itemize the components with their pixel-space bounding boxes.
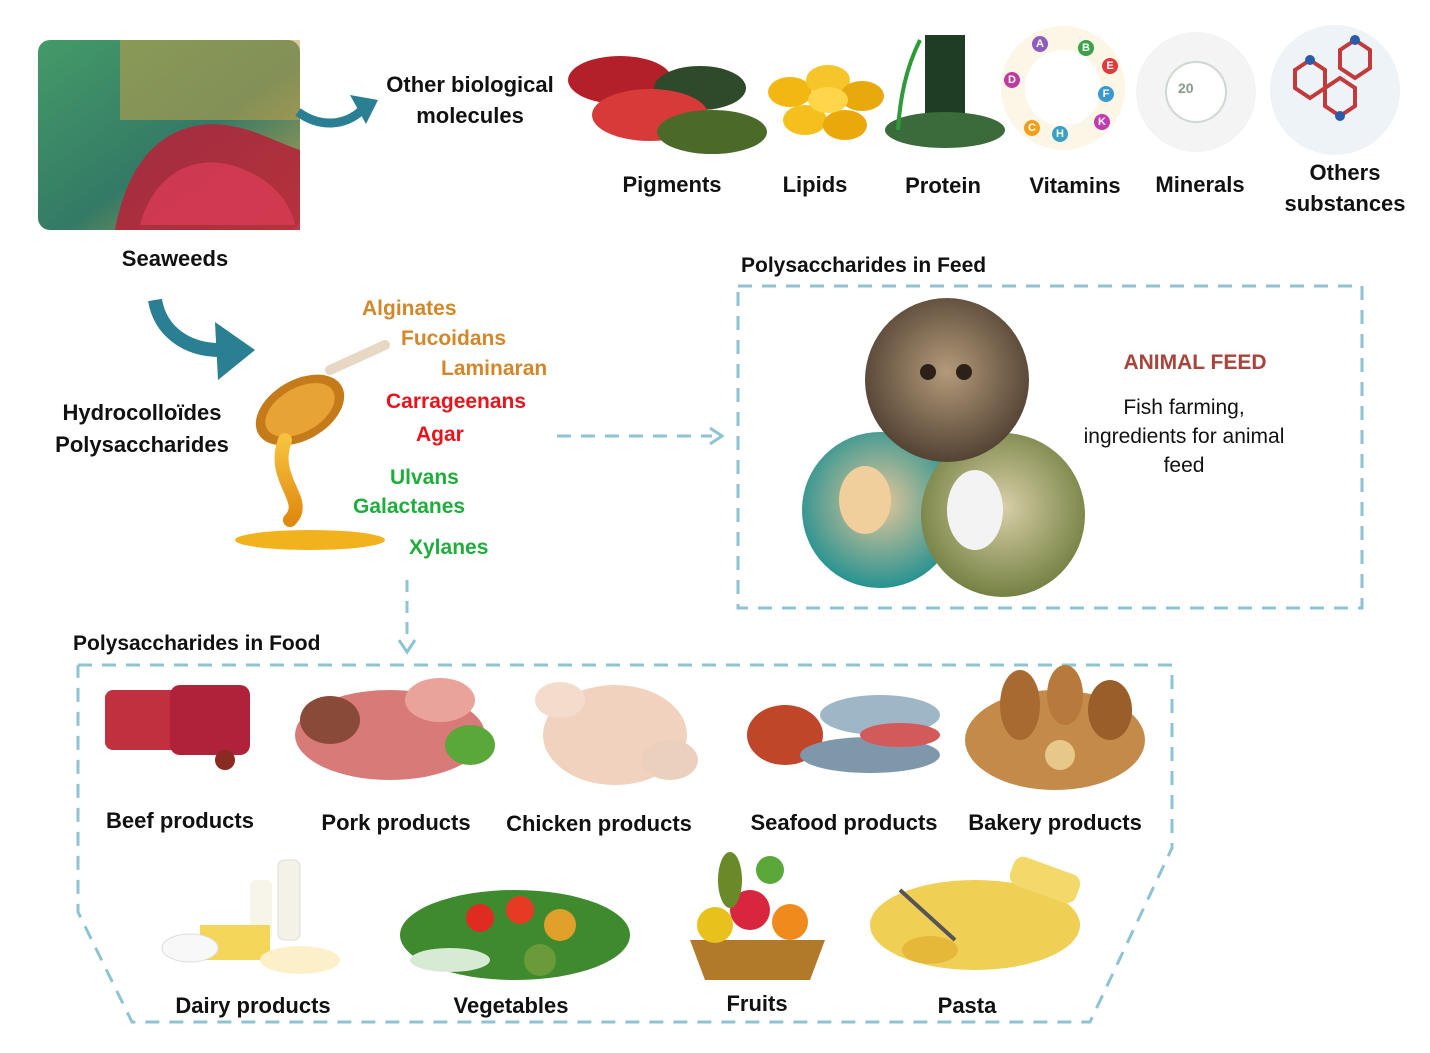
feed-title: Polysaccharides in Feed: [741, 254, 987, 277]
feed-box: [736, 284, 1364, 610]
polysaccharide-laminaran: Laminaran: [441, 357, 548, 380]
beef-label: Beef products: [106, 808, 254, 833]
connector-to-feed-head: [709, 426, 725, 446]
connector-to-food-head: [397, 639, 417, 655]
vitamin-letter-c: C: [1024, 120, 1040, 136]
polysaccharide-alginates: Alginates: [362, 297, 457, 320]
pasta-label: Pasta: [937, 993, 997, 1018]
vitamin-letter-h: H: [1052, 126, 1068, 142]
polysaccharide-fucoidans: Fucoidans: [401, 327, 507, 350]
bakery-label: Bakery products: [968, 810, 1142, 835]
polysaccharide-xylanes: Xylanes: [409, 536, 489, 559]
protein-label: Protein: [905, 173, 981, 198]
cow-image: [921, 433, 1085, 597]
vitamin-letter-a: A: [1032, 36, 1048, 52]
feed-desc-line2: ingredients for animal: [1083, 425, 1285, 448]
polysaccharide-ulvans: Ulvans: [390, 466, 459, 489]
bakery-image: [965, 665, 1145, 790]
dairy-image: [161, 859, 340, 974]
pork-image: [295, 678, 495, 780]
fruits-label: Fruits: [726, 991, 788, 1016]
protein-image: [885, 35, 1005, 148]
fruits-image: [690, 852, 825, 980]
seafood-image: [747, 695, 940, 773]
vitamin-letter-f: F: [1098, 86, 1114, 102]
hydrocolloids-label-line2: Polysaccharides: [55, 432, 229, 457]
polysaccharide-galactanes: Galactanes: [353, 495, 466, 518]
feed-desc-line3: feed: [1163, 454, 1205, 477]
other-substances-image: [1270, 25, 1400, 155]
honey-dipper-image: [235, 340, 390, 550]
other-molecules-label-line1: Other biological: [386, 72, 554, 97]
food-box: [76, 663, 1174, 1024]
cat-image: [865, 298, 1029, 462]
vitamin-letter-d: D: [1004, 72, 1020, 88]
pork-label: Pork products: [321, 810, 471, 835]
polysaccharide-carrageenans: Carrageenans: [386, 390, 527, 413]
minerals-image: [1136, 32, 1256, 152]
polysaccharide-agar: Agar: [416, 423, 464, 446]
minerals-badge: 20: [1178, 80, 1194, 96]
vegetables-image: [400, 890, 630, 980]
pigments-label: Pigments: [622, 172, 722, 197]
hydrocolloids-label-line1: Hydrocolloïdes: [62, 400, 222, 425]
pigments-image: [568, 56, 767, 154]
lipids-label: Lipids: [782, 172, 848, 197]
arrow-to-hydrocolloids: [148, 298, 221, 357]
others-label-line1: Others: [1309, 160, 1381, 185]
dairy-label: Dairy products: [175, 993, 331, 1018]
vitamin-letter-k: K: [1094, 114, 1110, 130]
arrow-to-molecules-head: [350, 95, 378, 124]
beef-image: [105, 685, 250, 770]
chicken-image: [535, 682, 698, 785]
animal-photos: [802, 298, 1085, 597]
others-label-line2: substances: [1284, 191, 1406, 216]
vitamins-label: Vitamins: [1029, 173, 1121, 198]
other-molecules-label-line2: molecules: [416, 103, 524, 128]
vitamin-letter-e: E: [1102, 58, 1118, 74]
vegetables-label: Vegetables: [453, 993, 569, 1018]
vitamin-letter-b: B: [1078, 40, 1094, 56]
lipids-image: [768, 65, 884, 140]
arrow-to-molecules: [295, 106, 366, 128]
chicken-label: Chicken products: [506, 811, 692, 836]
food-title: Polysaccharides in Food: [73, 632, 321, 655]
minerals-label: Minerals: [1155, 172, 1245, 197]
seaweeds-label: Seaweeds: [121, 246, 229, 271]
animal-feed-heading: ANIMAL FEED: [1123, 351, 1267, 374]
feed-desc-line1: Fish farming,: [1123, 396, 1245, 419]
seaweeds-image: [38, 40, 300, 230]
arrow-to-hydrocolloids-head: [215, 322, 255, 380]
seafood-label: Seafood products: [750, 810, 938, 835]
pasta-image: [870, 856, 1081, 970]
